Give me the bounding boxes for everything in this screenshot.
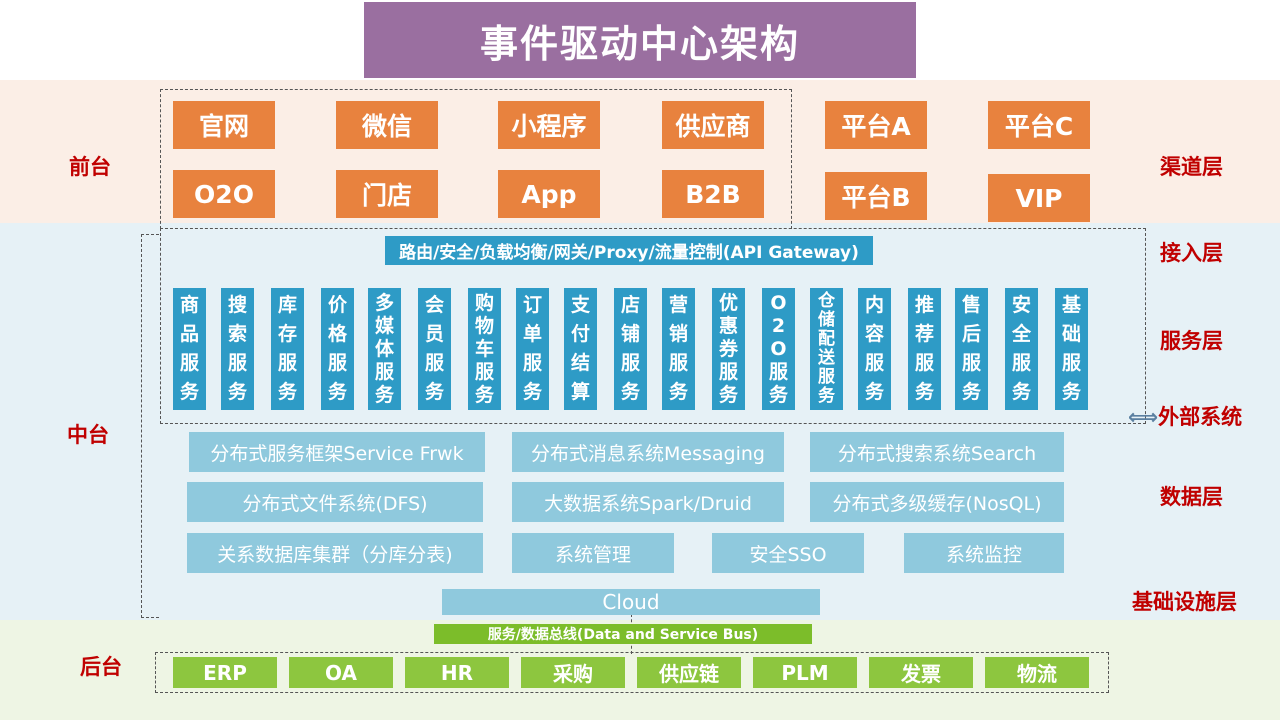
service-box: 会员服务 [418,288,451,410]
middle-bracket [141,234,159,618]
service-label: 价格服务 [327,294,347,403]
service-label: 支付结算 [570,294,590,403]
service-label: 会员服务 [424,294,444,403]
label-back: 后台 [80,655,122,679]
channel-box: 平台C [988,101,1090,149]
service-box: 购物车服务 [468,288,501,410]
data-system-box: 系统监控 [904,533,1064,573]
channel-outline [160,89,792,229]
service-box: 支付结算 [564,288,597,410]
data-system-box: 系统管理 [512,533,674,573]
channel-box: 平台A [825,101,927,149]
label-data: 数据层 [1160,485,1223,509]
service-box: 仓储配送服务 [810,288,843,410]
service-label: 订单服务 [522,294,542,403]
data-system-box: 分布式多级缓存(NosQL) [810,482,1064,522]
label-middle: 中台 [67,423,109,447]
service-box: 营销服务 [662,288,695,410]
label-infra: 基础设施层 [1132,590,1237,614]
service-label: 基础服务 [1061,294,1081,403]
channel-box: 门店 [336,170,438,218]
service-box: 安全服务 [1005,288,1038,410]
label-channel: 渠道层 [1160,155,1223,179]
service-box: 订单服务 [516,288,549,410]
service-box: 多媒体服务 [368,288,401,410]
data-system-box: 大数据系统Spark/Druid [512,482,784,522]
page-title: 事件驱动中心架构 [364,2,916,78]
double-arrow-icon: ⟺ [1128,405,1159,429]
label-access: 接入层 [1160,241,1223,265]
api-gateway: 路由/安全/负载均衡/网关/Proxy/流量控制(API Gateway) [385,236,873,265]
channel-box: 官网 [173,101,275,149]
service-label: 优惠券服务 [718,291,738,406]
service-box: 售后服务 [955,288,988,410]
service-box: 优惠券服务 [712,288,745,410]
service-box: 价格服务 [321,288,354,410]
backend-box: OA [289,657,393,688]
label-external: ⟺外部系统 [1128,401,1242,431]
service-box: 内容服务 [858,288,891,410]
backend-outline [155,652,1109,693]
service-label: 内容服务 [864,294,884,403]
service-box: 推荐服务 [908,288,941,410]
service-bus: 服务/数据总线(Data and Service Bus) [434,624,812,644]
channel-box: App [498,170,600,218]
channel-box: 微信 [336,101,438,149]
data-system-box: 分布式消息系统Messaging [512,432,784,472]
cloud-box: Cloud [442,589,820,615]
service-box: 店铺服务 [614,288,647,410]
service-label: O2O服务 [768,291,788,406]
service-label: 多媒体服务 [374,291,394,406]
backend-box: ERP [173,657,277,688]
channel-box: B2B [662,170,764,218]
data-system-box: 分布式服务框架Service Frwk [189,432,485,472]
backend-box: 采购 [521,657,625,688]
backend-box: 发票 [869,657,973,688]
service-label: 售后服务 [961,294,981,403]
backend-box: 物流 [985,657,1089,688]
service-box: O2O服务 [762,288,795,410]
label-service: 服务层 [1160,329,1223,353]
channel-box: 供应商 [662,101,764,149]
data-system-box: 安全SSO [712,533,864,573]
service-label: 商品服务 [179,294,199,403]
service-box: 商品服务 [173,288,206,410]
data-system-box: 关系数据库集群（分库分表) [187,533,483,573]
channel-box: VIP [988,174,1090,222]
service-label: 购物车服务 [474,291,494,406]
service-box: 基础服务 [1055,288,1088,410]
service-box: 库存服务 [271,288,304,410]
service-label: 仓储配送服务 [818,291,835,406]
backend-box: PLM [753,657,857,688]
service-label: 库存服务 [277,294,297,403]
backend-box: HR [405,657,509,688]
channel-box: 小程序 [498,101,600,149]
backend-box: 供应链 [637,657,741,688]
service-label: 搜索服务 [227,294,247,403]
channel-box: 平台B [825,172,927,220]
service-outline [160,228,1146,424]
service-label: 营销服务 [668,294,688,403]
external-text: 外部系统 [1158,405,1243,429]
service-label: 店铺服务 [620,294,640,403]
data-system-box: 分布式文件系统(DFS) [187,482,483,522]
service-label: 安全服务 [1011,294,1031,403]
service-label: 推荐服务 [914,294,934,403]
channel-box: O2O [173,170,275,218]
data-system-box: 分布式搜索系统Search [810,432,1064,472]
label-front: 前台 [69,155,111,179]
service-box: 搜索服务 [221,288,254,410]
